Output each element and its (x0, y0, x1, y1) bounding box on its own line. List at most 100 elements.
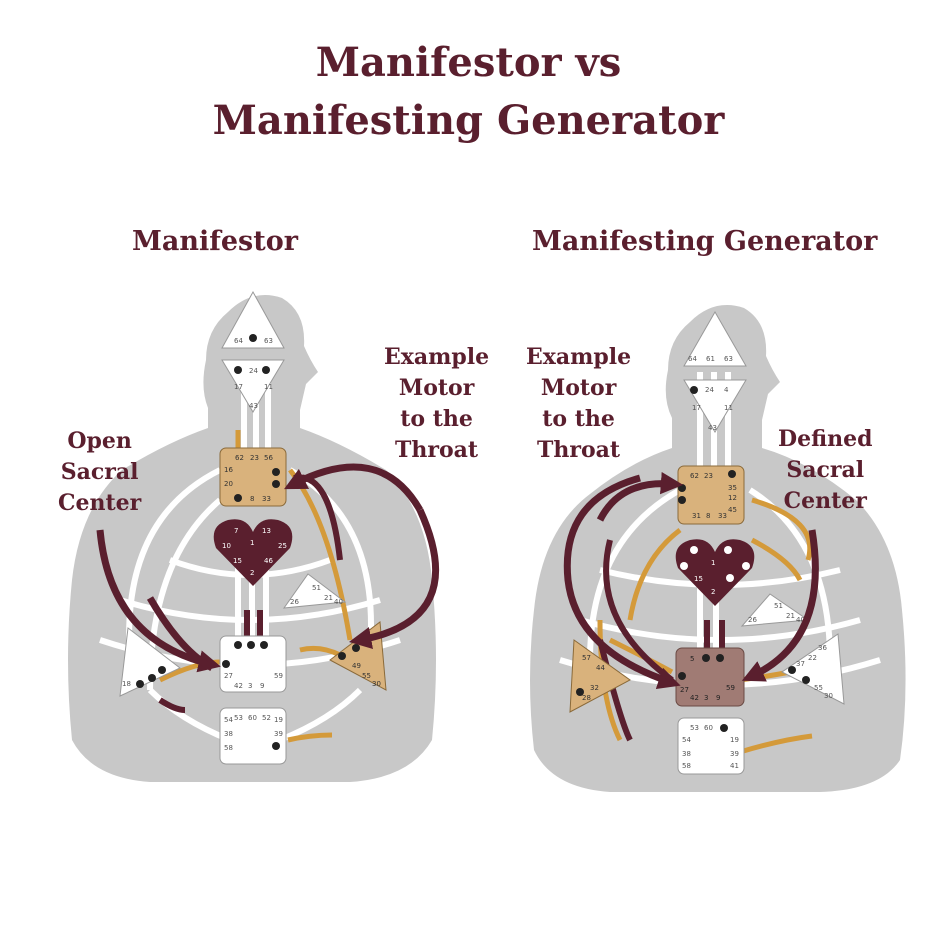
svg-text:1: 1 (711, 559, 715, 567)
svg-text:39: 39 (274, 730, 283, 738)
g-center (213, 519, 293, 586)
svg-text:39: 39 (730, 750, 739, 758)
svg-text:53: 53 (690, 724, 699, 732)
arrow-motor-to-throat-3 (603, 539, 674, 683)
svg-text:2: 2 (250, 569, 254, 577)
arrow-motor-to-throat (563, 474, 681, 689)
svg-text:64: 64 (688, 355, 697, 363)
svg-text:17: 17 (234, 383, 243, 391)
svg-text:62: 62 (690, 472, 699, 480)
ego-center (740, 593, 810, 627)
svg-text:1: 1 (250, 539, 254, 547)
svg-text:3: 3 (248, 682, 252, 690)
svg-text:33: 33 (718, 512, 727, 520)
svg-text:25: 25 (278, 542, 287, 550)
svg-text:42: 42 (690, 694, 699, 702)
svg-text:63: 63 (724, 355, 733, 363)
annotation-example-motor-right: Example Motor to the Throat (526, 344, 632, 463)
svg-text:23: 23 (704, 472, 713, 480)
arrow-motor-to-throat (348, 508, 440, 650)
svg-text:49: 49 (352, 662, 361, 670)
manifestor-heading: Manifestor (132, 226, 298, 257)
svg-text:42: 42 (234, 682, 243, 690)
svg-text:46: 46 (264, 557, 273, 565)
spleen-center (569, 639, 631, 713)
svg-text:5: 5 (690, 655, 694, 663)
svg-text:30: 30 (824, 692, 833, 700)
annotation-example-motor-left: Example Motor to the Throat (384, 344, 490, 463)
svg-text:57: 57 (582, 654, 591, 662)
svg-text:2: 2 (711, 588, 715, 596)
ajna-center (683, 379, 747, 433)
svg-text:40: 40 (334, 598, 343, 606)
svg-text:60: 60 (704, 724, 713, 732)
arrow-open-sacral (96, 529, 221, 673)
svg-text:24: 24 (705, 386, 714, 394)
svg-text:3: 3 (704, 694, 708, 702)
mg-motor-channels (597, 620, 725, 742)
root-center (219, 707, 287, 765)
svg-text:31: 31 (692, 512, 701, 520)
svg-text:9: 9 (260, 682, 264, 690)
svg-text:61: 61 (706, 355, 715, 363)
main-title-line-1: Manifestor vs (315, 39, 622, 86)
svg-text:18: 18 (122, 680, 131, 688)
svg-text:59: 59 (274, 672, 283, 680)
svg-text:40: 40 (796, 616, 805, 624)
svg-text:43: 43 (708, 424, 717, 432)
svg-text:8: 8 (706, 512, 710, 520)
spleen-center (119, 627, 181, 697)
svg-text:59: 59 (726, 684, 735, 692)
annotation-defined-sacral-center: Defined Sacral Center (778, 426, 873, 514)
svg-text:54: 54 (682, 736, 691, 744)
svg-text:24: 24 (249, 367, 258, 375)
svg-text:9: 9 (716, 694, 720, 702)
arrow-defined-sacral (741, 529, 819, 682)
svg-text:15: 15 (233, 557, 242, 565)
svg-text:45: 45 (728, 506, 737, 514)
svg-text:53: 53 (234, 714, 243, 722)
svg-text:38: 38 (224, 730, 233, 738)
svg-text:60: 60 (248, 714, 257, 722)
svg-text:33: 33 (262, 495, 271, 503)
svg-text:52: 52 (262, 714, 271, 722)
ego-center (282, 573, 347, 609)
svg-text:27: 27 (680, 686, 689, 694)
svg-text:58: 58 (224, 744, 233, 752)
annotation-open-sacral-center: Open Sacral Center (58, 428, 142, 516)
svg-text:55: 55 (362, 672, 371, 680)
svg-text:21: 21 (324, 594, 333, 602)
svg-text:64: 64 (234, 337, 243, 345)
arrow-motor-to-throat-2 (284, 463, 424, 512)
sacral-center-defined (675, 647, 745, 707)
svg-text:55: 55 (814, 684, 823, 692)
main-title-line-2: Manifesting Generator (212, 97, 725, 144)
svg-text:51: 51 (312, 584, 321, 592)
svg-text:54: 54 (224, 716, 233, 724)
svg-text:51: 51 (774, 602, 783, 610)
throat-center (677, 465, 745, 525)
svg-text:11: 11 (724, 404, 733, 412)
svg-text:11: 11 (264, 383, 273, 391)
manifesting-generator-heading: Manifesting Generator (532, 226, 878, 257)
solar-plexus-center (781, 633, 845, 705)
svg-text:19: 19 (274, 716, 283, 724)
svg-text:17: 17 (692, 404, 701, 412)
svg-text:38: 38 (682, 750, 691, 758)
svg-text:10: 10 (222, 542, 231, 550)
head-center (221, 290, 285, 349)
svg-text:32: 32 (590, 684, 599, 692)
svg-text:22: 22 (808, 654, 817, 662)
arrow-open-sacral-2 (146, 596, 214, 672)
svg-text:23: 23 (250, 454, 259, 462)
svg-text:27: 27 (224, 672, 233, 680)
svg-text:26: 26 (290, 598, 299, 606)
svg-text:21: 21 (786, 612, 795, 620)
svg-text:35: 35 (728, 484, 737, 492)
svg-text:44: 44 (596, 664, 605, 672)
svg-text:30: 30 (372, 680, 381, 688)
svg-text:28: 28 (582, 694, 591, 702)
svg-text:16: 16 (224, 466, 233, 474)
head-center (683, 310, 747, 367)
